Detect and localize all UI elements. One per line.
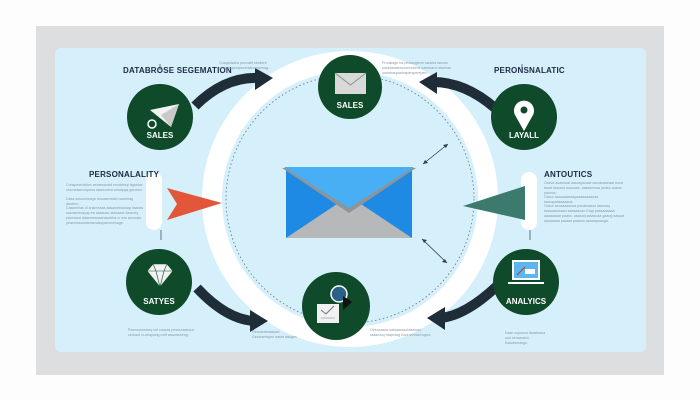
- heading-personality: PERSONALALITY: [89, 170, 160, 179]
- laptop-chart-icon: [508, 260, 544, 284]
- double-arrow-lower: [421, 238, 448, 264]
- node-bottom-left[interactable]: [126, 249, 192, 315]
- node-bottom-center[interactable]: [302, 272, 370, 340]
- caption-top-left: Ouagsdsdbs peucabt slndtent onolam perap…: [219, 61, 271, 70]
- envelope-icon: [334, 72, 367, 94]
- double-arrow-upper: [422, 143, 449, 165]
- body-right-1: Oasva aoassaat aasosyaoaat asmasaaeaat o…: [544, 181, 623, 195]
- central-envelope-icon: [282, 167, 416, 238]
- heading-analytics-side: ANTOUTICS: [544, 170, 593, 179]
- double-arrow-upper-head-b: [423, 160, 428, 164]
- node-bottom-right[interactable]: [493, 249, 559, 315]
- node-label-top-center: SALES: [336, 101, 364, 110]
- red-pointer: [167, 188, 222, 220]
- double-arrow-lower-head-a: [442, 259, 447, 263]
- node-label-top-right: LAYALL: [508, 131, 540, 140]
- flow-diagram: [126, 51, 559, 347]
- heading-database-segmentation: DATABROSE SEGEMATION: [123, 66, 232, 75]
- diamond-icon: [146, 263, 174, 288]
- arrow-bottom-left: [193, 284, 256, 326]
- node-top-center[interactable]: [318, 55, 382, 119]
- double-arrow-lower-head-b: [422, 239, 427, 243]
- node-top-left[interactable]: [127, 84, 193, 150]
- arrow-top-left: [191, 72, 261, 110]
- node-label-bottom-right: ANALYICS: [505, 297, 547, 306]
- document-check-icon: [317, 285, 352, 323]
- heading-personalization-top: PERONSNALATIC: [494, 66, 565, 75]
- arrow-top-left-head: [255, 68, 273, 90]
- double-arrow-upper-head-a: [443, 144, 448, 148]
- node-label-top-left: SALES: [146, 131, 174, 140]
- left-connector-pill: [146, 172, 162, 230]
- teal-pointer: [463, 186, 525, 220]
- diagram-panel: DATABROSE SEGEMATION PERONSNALATIC PERSO…: [55, 48, 646, 352]
- arrow-bottom-left-head: [250, 310, 268, 332]
- node-top-right[interactable]: [491, 84, 557, 150]
- body-left-3: Cassmelas di ansmeaaa aasasmeausag dsaba…: [66, 206, 144, 225]
- caption-bottom-center-right: Oesoeasca oatsaascsotdaaloan, raaaiosoj …: [370, 328, 432, 337]
- arrow-bottom-right-head: [427, 307, 445, 330]
- caption-bottom-right: Dasn ocpseca dsastsaoa oud senaeasot Eaa…: [505, 331, 546, 345]
- node-label-bottom-left: SATYES: [143, 297, 175, 306]
- body-left-1: Conspeselabtes asmesseatd seotbtnsp ttga…: [66, 183, 144, 192]
- body-left-2: Dasa acsosmeaga resossmeatd nasotnag dao…: [66, 197, 134, 206]
- arrow-top-right: [432, 77, 499, 112]
- body-right-2: Oasor aaoaaaasasyaaaaaaaaoaa laasopaasaa…: [544, 195, 599, 204]
- body-right-3: Oasor asosaaaaosa pasatoaaoa taasoaq taa…: [544, 204, 625, 223]
- caption-top-right: Prodstage ba peslangtene ssneks tasnos p…: [382, 61, 451, 75]
- location-pin-icon: [514, 100, 534, 131]
- caption-bottom-center-left: Oesoanteaasoad Gesteamayxo aaset dauges.: [252, 330, 298, 339]
- caption-bottom-left: Pasnossnstaey cnf casess pesssnaseauc ra…: [128, 328, 195, 337]
- paper-plane-icon: [147, 104, 179, 129]
- arrow-top-right-head: [419, 72, 437, 94]
